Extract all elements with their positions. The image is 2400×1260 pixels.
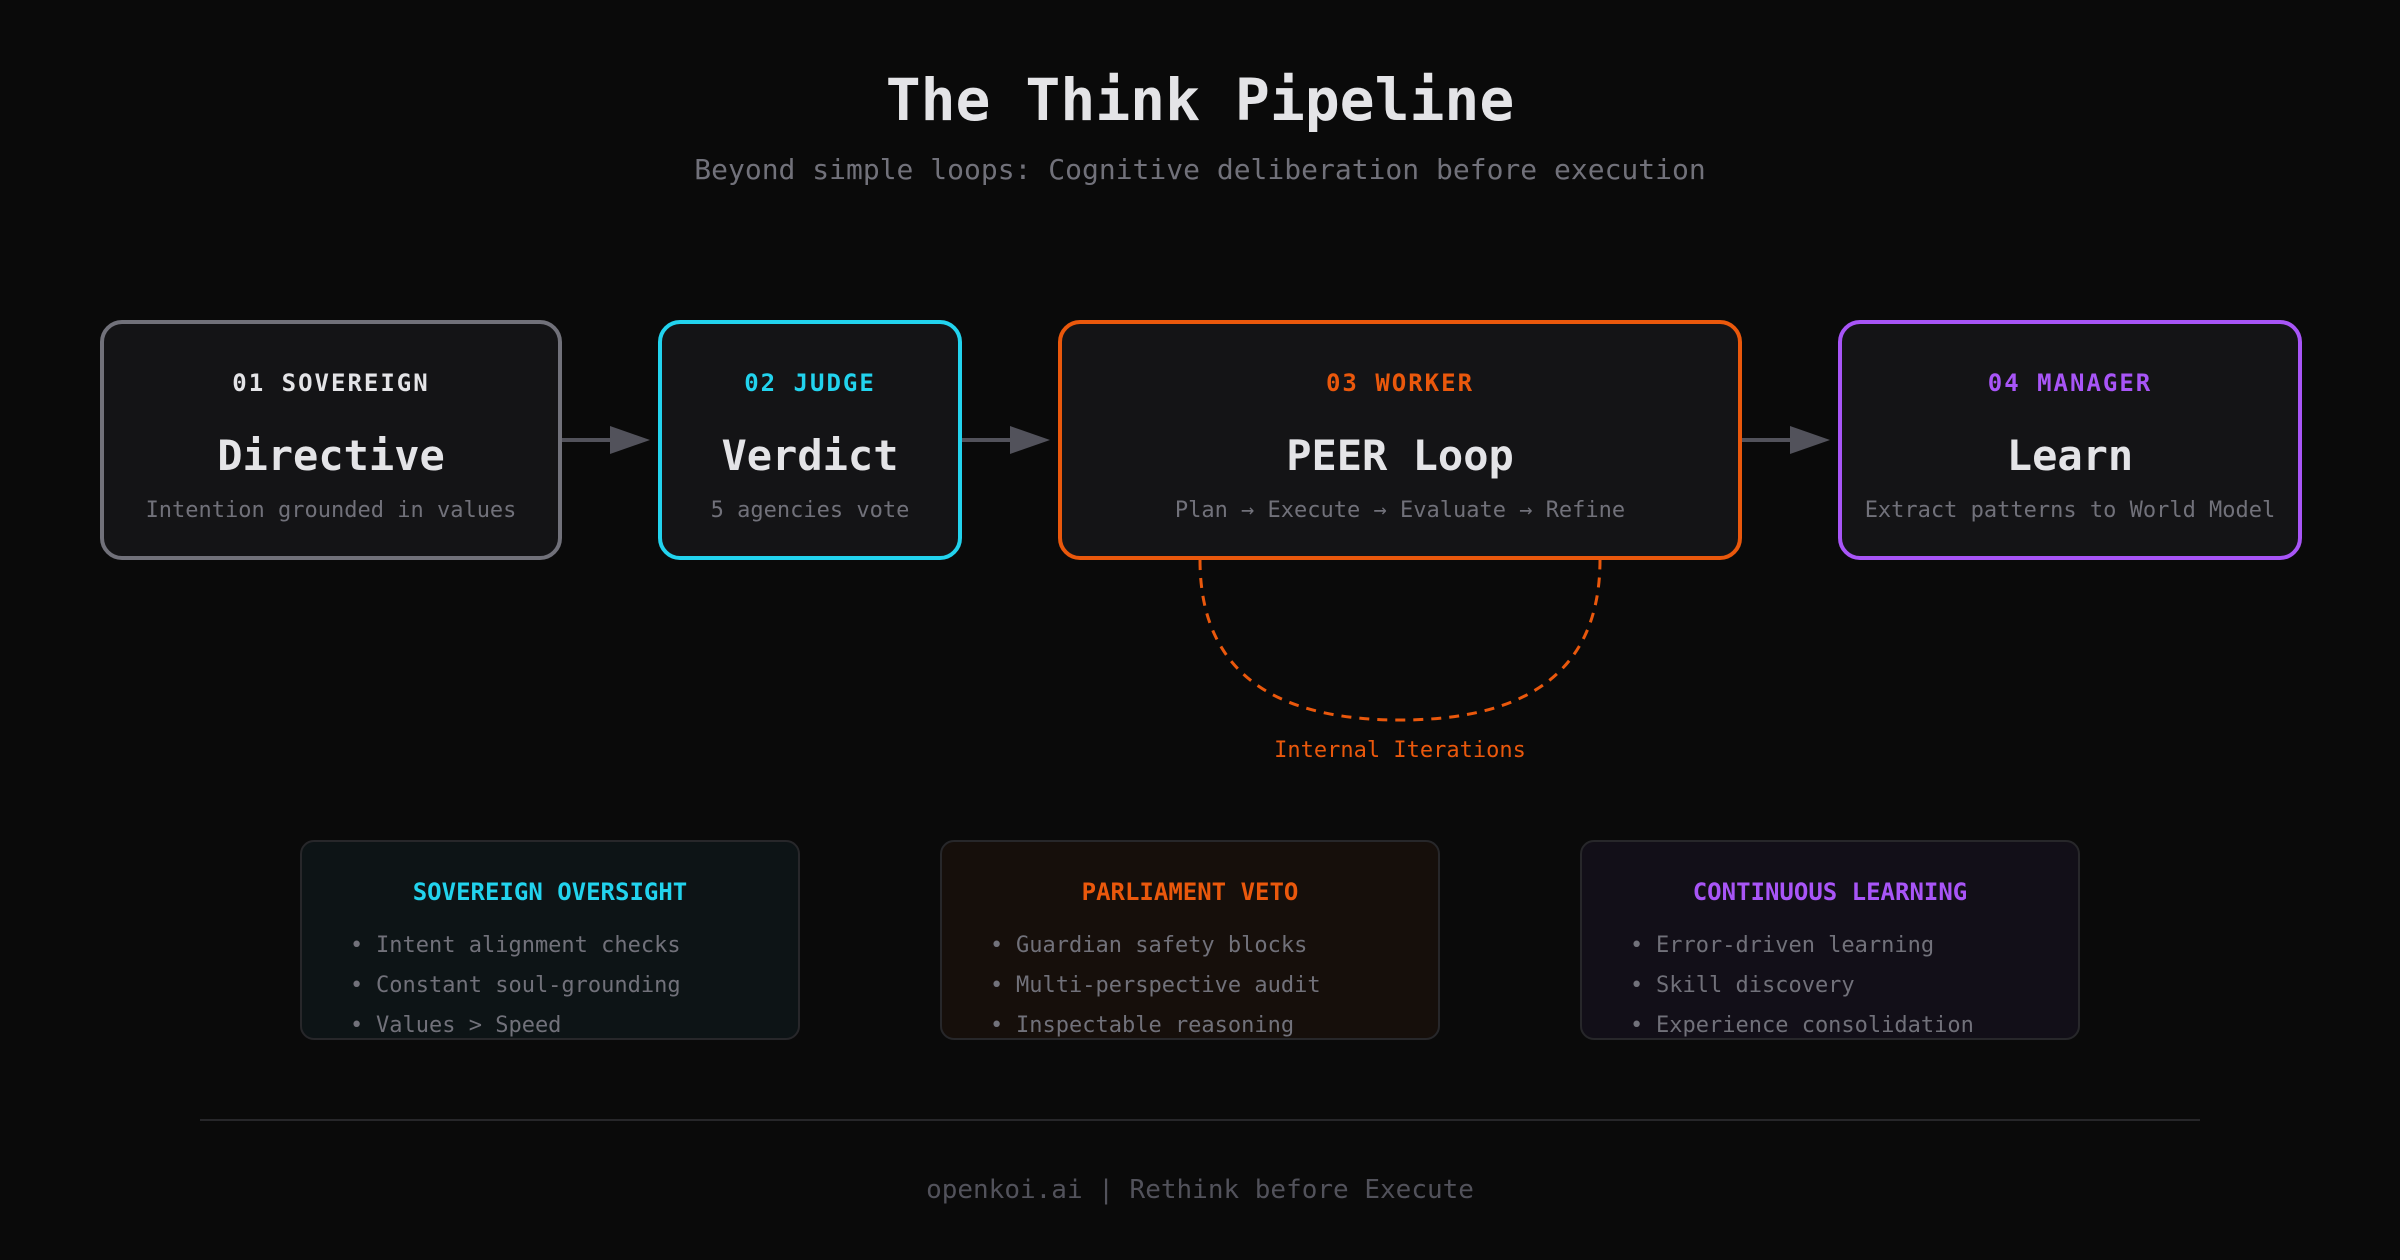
bullet-icon: •: [990, 973, 1004, 998]
list-item: • Multi-perspective audit: [990, 966, 1321, 1006]
list-item-text: Error-driven learning: [1656, 933, 1935, 958]
card-continuous-learning: CONTINUOUS LEARNING • Error-driven learni…: [1580, 840, 2080, 1040]
stage-name: Directive: [217, 431, 445, 480]
footer-text: openkoi.ai | Rethink before Execute: [926, 1175, 1474, 1205]
arrow-worker-to-manager: [1742, 426, 1830, 454]
stage-label: 02 JUDGE: [744, 369, 876, 397]
stage-name: Verdict: [721, 431, 899, 480]
bullet-icon: •: [350, 1013, 364, 1038]
card-list: •Error-driven learning •Skill discovery …: [1630, 926, 1974, 1038]
list-item: • Inspectable reasoning: [990, 1006, 1321, 1038]
list-item: • Experience consolidation: [1630, 1006, 1974, 1038]
card-title: SOVEREIGN OVERSIGHT: [412, 878, 688, 906]
list-item-text: Constant soul-grounding: [376, 973, 681, 998]
list-item-text: Multi-perspective audit: [1016, 973, 1321, 998]
list-item-text: Values > Speed: [376, 1013, 562, 1038]
stage-sovereign: 01 SOVEREIGN Directive Intention grounde…: [100, 320, 562, 560]
card-list: • Guardian safety blocks • Multi-perspecti…: [990, 926, 1321, 1038]
footer-divider: [200, 1119, 2200, 1121]
card-list: • Intent alignment checks • Constant soul-…: [350, 926, 681, 1038]
stage-worker: 03 WORKER PEER Loop Plan → Execute → Eva…: [1058, 320, 1742, 560]
arrow-head-icon: [1790, 426, 1830, 454]
list-item: • Guardian safety blocks: [990, 926, 1321, 966]
arrow-head-icon: [1010, 426, 1050, 454]
stage-manager: 04 MANAGER Learn Extract patterns to Wor…: [1838, 320, 2302, 560]
page-subtitle: Beyond simple loops: Cognitive deliberat…: [694, 153, 1706, 186]
arrow-sovereign-to-judge: [562, 426, 650, 454]
stage-description: Extract patterns to World Model: [1864, 498, 2276, 523]
arrow-judge-to-worker: [962, 426, 1050, 454]
list-item: • Intent alignment checks: [350, 926, 681, 966]
card-sovereign-oversight: SOVEREIGN OVERSIGHT • Intent alignment ch…: [300, 840, 800, 1040]
arrow-head-icon: [610, 426, 650, 454]
stage-description: Plan → Execute → Evaluate → Refine: [1174, 498, 1626, 523]
stage-label: 04 MANAGER: [1987, 369, 2153, 397]
bullet-icon: •: [1630, 973, 1644, 998]
list-item-text: Inspectable reasoning: [1016, 1013, 1295, 1038]
card-parliament-veto: PARLIAMENT VETO • Guardian safety blocks …: [940, 840, 1440, 1040]
stage-description: 5 agencies vote: [710, 498, 910, 523]
stage-name: PEER Loop: [1286, 431, 1514, 480]
loop-label: Internal Iterations: [1274, 738, 1526, 763]
card-title: PARLIAMENT VETO: [1081, 878, 1299, 906]
list-item-text: Guardian safety blocks: [1016, 933, 1308, 958]
list-item: • Constant soul-grounding: [350, 966, 681, 1006]
stage-description: Intention grounded in values: [145, 498, 517, 523]
stage-label: 01 SOVEREIGN: [232, 369, 430, 397]
stage-label: 03 WORKER: [1325, 369, 1475, 397]
bullet-icon: •: [350, 933, 364, 958]
list-item-text: Intent alignment checks: [376, 933, 681, 958]
list-item-text: Skill discovery: [1656, 973, 1855, 998]
page-title: The Think Pipeline: [885, 66, 1515, 134]
list-item: • Skill discovery: [1630, 966, 1974, 1006]
stage-name: Learn: [2006, 431, 2134, 480]
list-item-text: Experience consolidation: [1656, 1013, 1974, 1038]
bullet-icon: •: [1630, 1013, 1644, 1038]
internal-iteration-loop: [1198, 559, 1602, 722]
bullet-icon: •: [990, 1013, 1004, 1038]
bullet-icon: •: [990, 933, 1004, 958]
list-item: • Values > Speed: [350, 1006, 681, 1038]
list-item: • Error-driven learning: [1630, 926, 1974, 966]
bullet-icon: •: [350, 973, 364, 998]
stage-judge: 02 JUDGE Verdict 5 agencies vote: [658, 320, 962, 560]
bullet-icon: •: [1630, 933, 1644, 958]
card-title: CONTINUOUS LEARNING: [1692, 878, 1968, 906]
